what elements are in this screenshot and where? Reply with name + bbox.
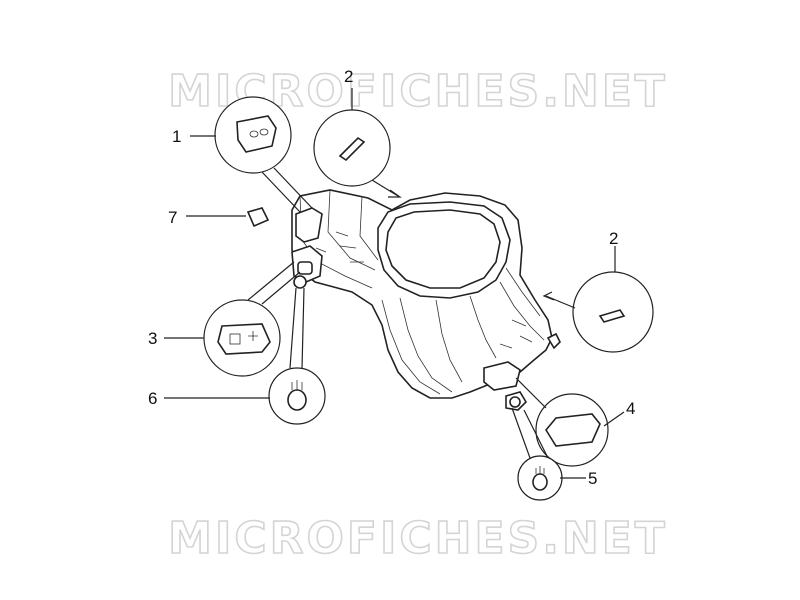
callout-part-4 <box>515 377 625 467</box>
callout-part-3 <box>164 261 301 377</box>
callout-part-5 <box>511 407 586 501</box>
callout-label-4: 4 <box>626 399 635 418</box>
callout-label-5: 5 <box>588 469 597 488</box>
callout-part-1 <box>190 96 313 213</box>
callout-label-7: 7 <box>168 208 177 227</box>
callout-label-3: 3 <box>148 329 157 348</box>
callout-part-2-right <box>542 246 654 353</box>
handlebar-cover <box>291 189 561 411</box>
callout-label-1: 1 <box>172 127 181 146</box>
callout-label-2-upper: 2 <box>344 67 353 86</box>
callout-label-6: 6 <box>148 389 157 408</box>
watermark-bottom: MICROFICHES.NET <box>168 513 668 564</box>
callout-part-2-upper <box>313 88 402 198</box>
callout-label-2-right: 2 <box>609 229 618 248</box>
callout-part-7 <box>186 207 270 228</box>
callout-part-6 <box>164 287 326 425</box>
